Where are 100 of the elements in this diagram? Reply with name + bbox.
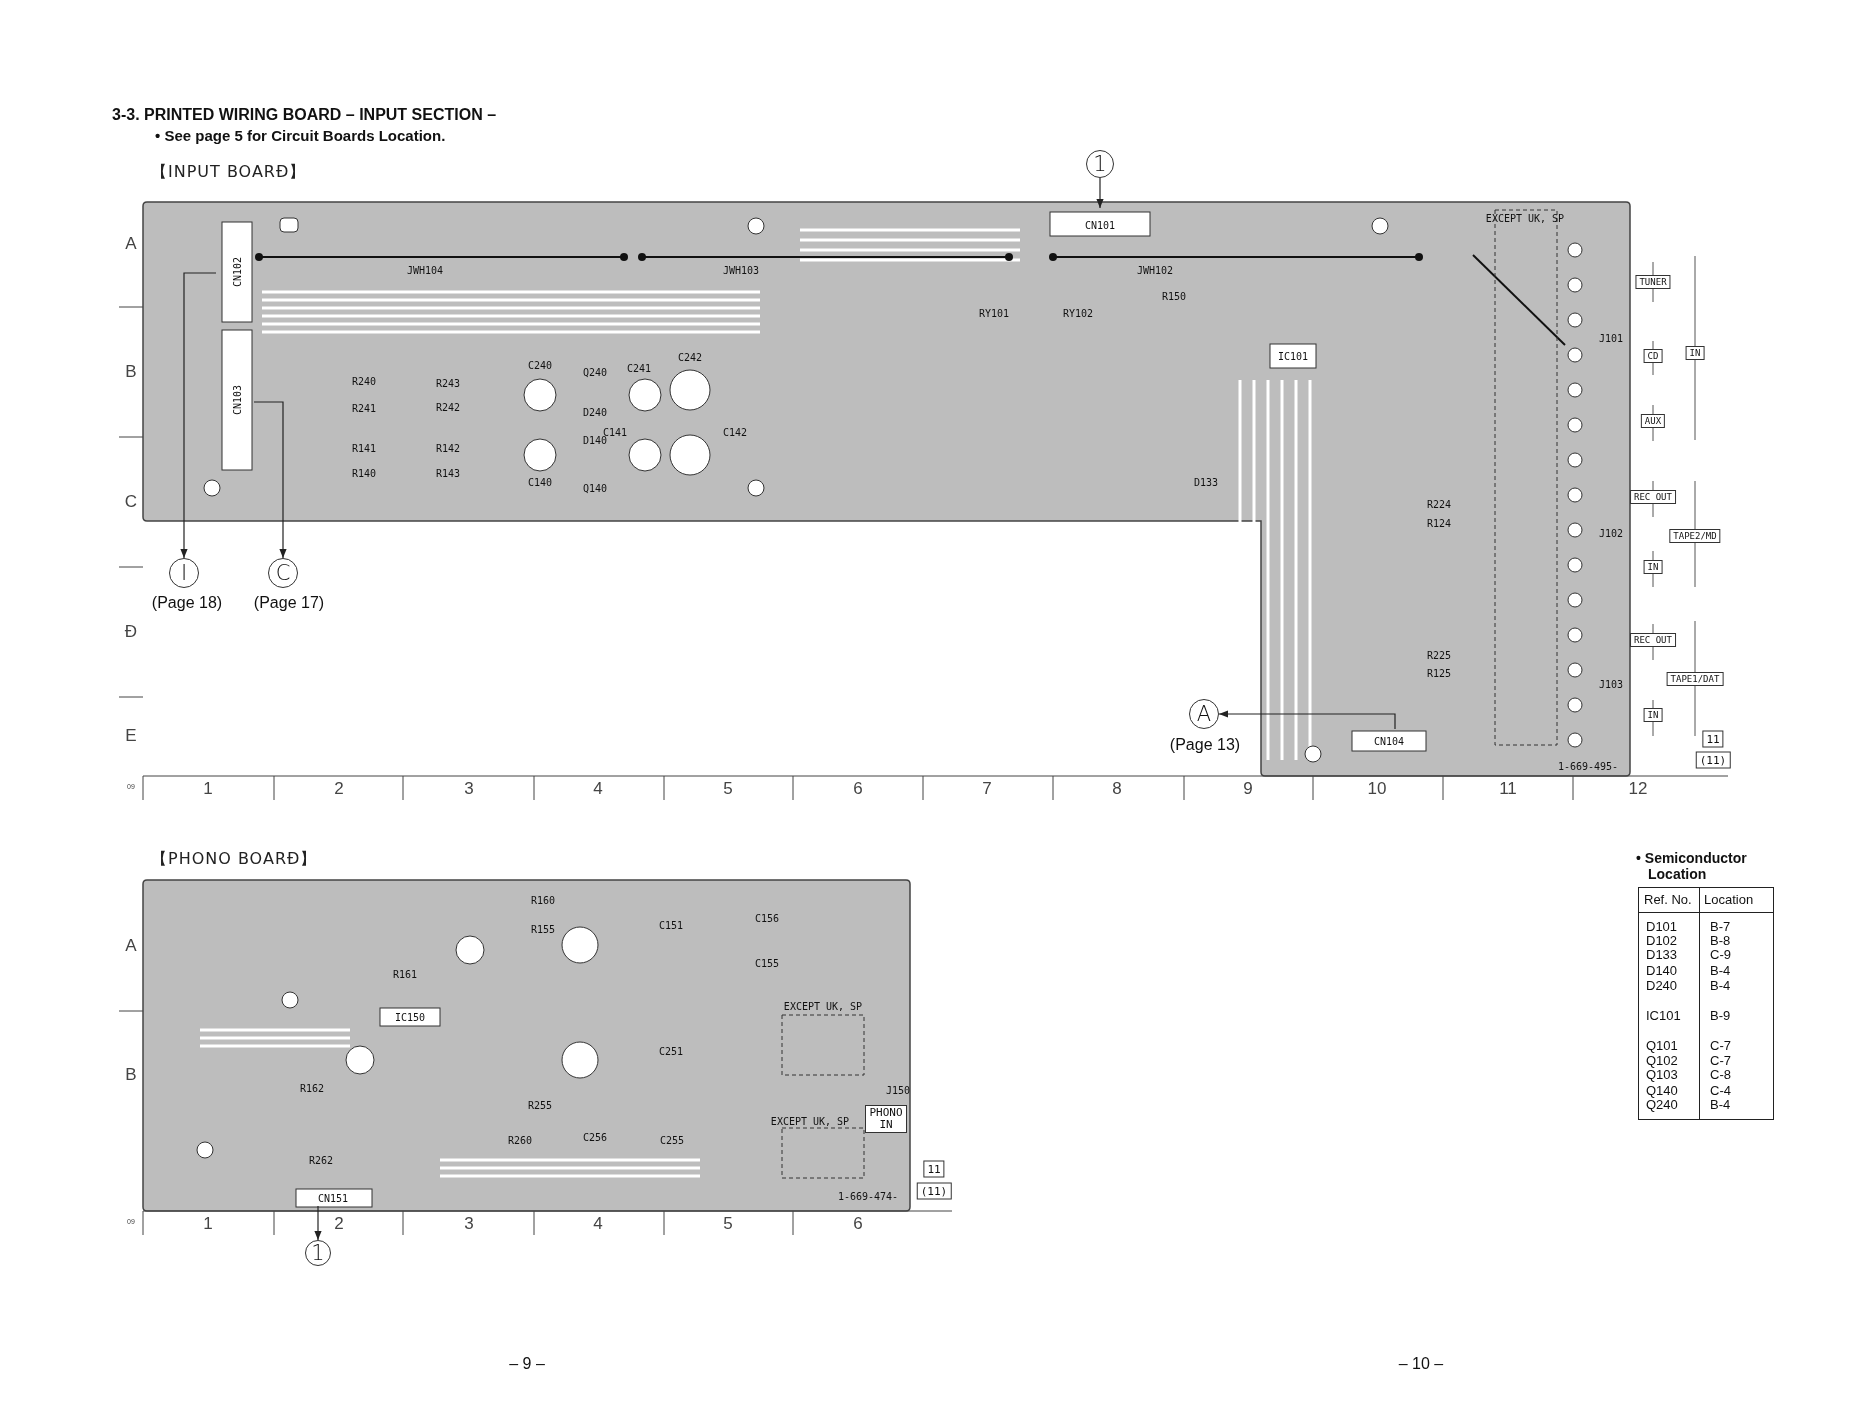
grid-label: B: [125, 1065, 137, 1085]
component-label: R240: [351, 375, 377, 387]
circle-marker: 1: [305, 1240, 331, 1266]
grid-label: B: [125, 362, 137, 382]
board-number: (11): [916, 1182, 952, 1200]
section-title: 3-3. PRINTED WIRING BOARD – INPUT SECTION –: [112, 106, 497, 124]
board-number: 11: [1702, 730, 1724, 748]
component-label: C140: [527, 476, 553, 488]
table-cell: IC101: [1646, 1008, 1681, 1023]
component-label: R161: [392, 968, 418, 980]
component-label: R260: [507, 1134, 533, 1146]
table-cell: Q140: [1646, 1083, 1678, 1098]
component-label: R224: [1426, 498, 1452, 510]
component-label: R142: [435, 442, 461, 454]
grid-label: 4: [593, 1214, 603, 1234]
table-cell: C-8: [1710, 1067, 1731, 1082]
component-label: R150: [1161, 290, 1187, 302]
page-number: – 9 –: [509, 1355, 545, 1373]
component-label: EXCEPT UK, SP: [1485, 212, 1565, 224]
table-cell: D133: [1646, 947, 1678, 962]
board-number: 11: [923, 1160, 945, 1178]
page-number: – 10 –: [1398, 1355, 1444, 1373]
component-label: J150: [885, 1084, 911, 1096]
board-heading: 【PHONO BOARĐ】: [151, 849, 318, 870]
table-header-cell: Ref. No.: [1644, 892, 1692, 907]
table-cell: B-4: [1710, 978, 1731, 993]
component-label: D240: [582, 406, 608, 418]
grid-label: 2: [334, 1214, 344, 1234]
component-label: R140: [351, 467, 377, 479]
component-label: EXCEPT UK, SP: [770, 1115, 850, 1127]
grid-label: 2: [334, 779, 344, 799]
component-label: R162: [299, 1082, 325, 1094]
component-label: J101: [1598, 332, 1624, 344]
connector-label: PHONO IN: [865, 1105, 907, 1133]
table-cell: D102: [1646, 933, 1678, 948]
leader-arrow: [253, 401, 287, 559]
component-label: RY102: [1062, 307, 1094, 319]
grid-label: 12: [1628, 779, 1648, 799]
grid-label: 5: [723, 779, 733, 799]
table-cell: Q102: [1646, 1053, 1678, 1068]
page-reference: (Page 13): [1169, 736, 1241, 754]
grid-label: 1: [203, 1214, 213, 1234]
connector-label: TUNER: [1635, 275, 1671, 289]
component-label: 1-669-474-: [837, 1190, 899, 1202]
connector-label: IN: [1643, 560, 1663, 574]
component-label: J103: [1598, 678, 1624, 690]
table-cell: Q103: [1646, 1067, 1678, 1082]
component-label: JWH103: [722, 264, 760, 276]
grid-label: 4: [593, 779, 603, 799]
component-label: C155: [754, 957, 780, 969]
table-cell: B-9: [1710, 1008, 1731, 1023]
component-label: CN103: [231, 384, 243, 416]
grid-label: 3: [464, 1214, 474, 1234]
component-label: J102: [1598, 527, 1624, 539]
circle-marker: I: [169, 558, 199, 588]
component-label: Q140: [582, 482, 608, 494]
grid-label: 7: [982, 779, 992, 799]
table-cell: D240: [1646, 978, 1678, 993]
component-label: R241: [351, 402, 377, 414]
component-label: R143: [435, 467, 461, 479]
grid-label: A: [125, 234, 137, 254]
component-label: C256: [582, 1131, 608, 1143]
table-cell: B-8: [1710, 933, 1731, 948]
table-cell: B-7: [1710, 919, 1731, 934]
component-label: D133: [1193, 476, 1219, 488]
component-label: RY101: [978, 307, 1010, 319]
circle-marker: A: [1189, 699, 1219, 729]
component-label: CN102: [231, 256, 243, 288]
component-label: IC150: [394, 1011, 426, 1023]
connector-label: AUX: [1640, 414, 1666, 428]
table-cell: C-7: [1710, 1038, 1731, 1053]
component-label: C241: [626, 362, 652, 374]
grid-label: 8: [1112, 779, 1122, 799]
grid-label: 3: [464, 779, 474, 799]
page-reference: (Page 17): [253, 594, 325, 612]
grid-label: 1: [203, 779, 213, 799]
component-label: R124: [1426, 517, 1452, 529]
component-label: R225: [1426, 649, 1452, 661]
connector-label: IN: [1685, 346, 1705, 360]
component-label: R160: [530, 894, 556, 906]
component-label: CN151: [317, 1192, 349, 1204]
component-label: C142: [722, 426, 748, 438]
table-cell: B-4: [1710, 1097, 1731, 1112]
component-label: C251: [658, 1045, 684, 1057]
table-cell: D140: [1646, 963, 1678, 978]
component-label: 1-669-495-: [1557, 760, 1619, 772]
connector-label: REC OUT: [1630, 633, 1676, 647]
table-header-cell: Location: [1704, 892, 1754, 907]
component-label: CN104: [1373, 735, 1405, 747]
table-heading: • Semiconductor Location: [1636, 850, 1748, 882]
connector-label: REC OUT: [1630, 490, 1676, 504]
circle-marker: 1: [1086, 150, 1114, 178]
component-label: C255: [659, 1134, 685, 1146]
component-label: C240: [527, 359, 553, 371]
table-cell: B-4: [1710, 963, 1731, 978]
grid-label: 11: [1499, 779, 1517, 799]
grid-label: Đ: [124, 622, 138, 642]
component-label: R155: [530, 923, 556, 935]
table-cell: D101: [1646, 919, 1678, 934]
component-label: R262: [308, 1154, 334, 1166]
